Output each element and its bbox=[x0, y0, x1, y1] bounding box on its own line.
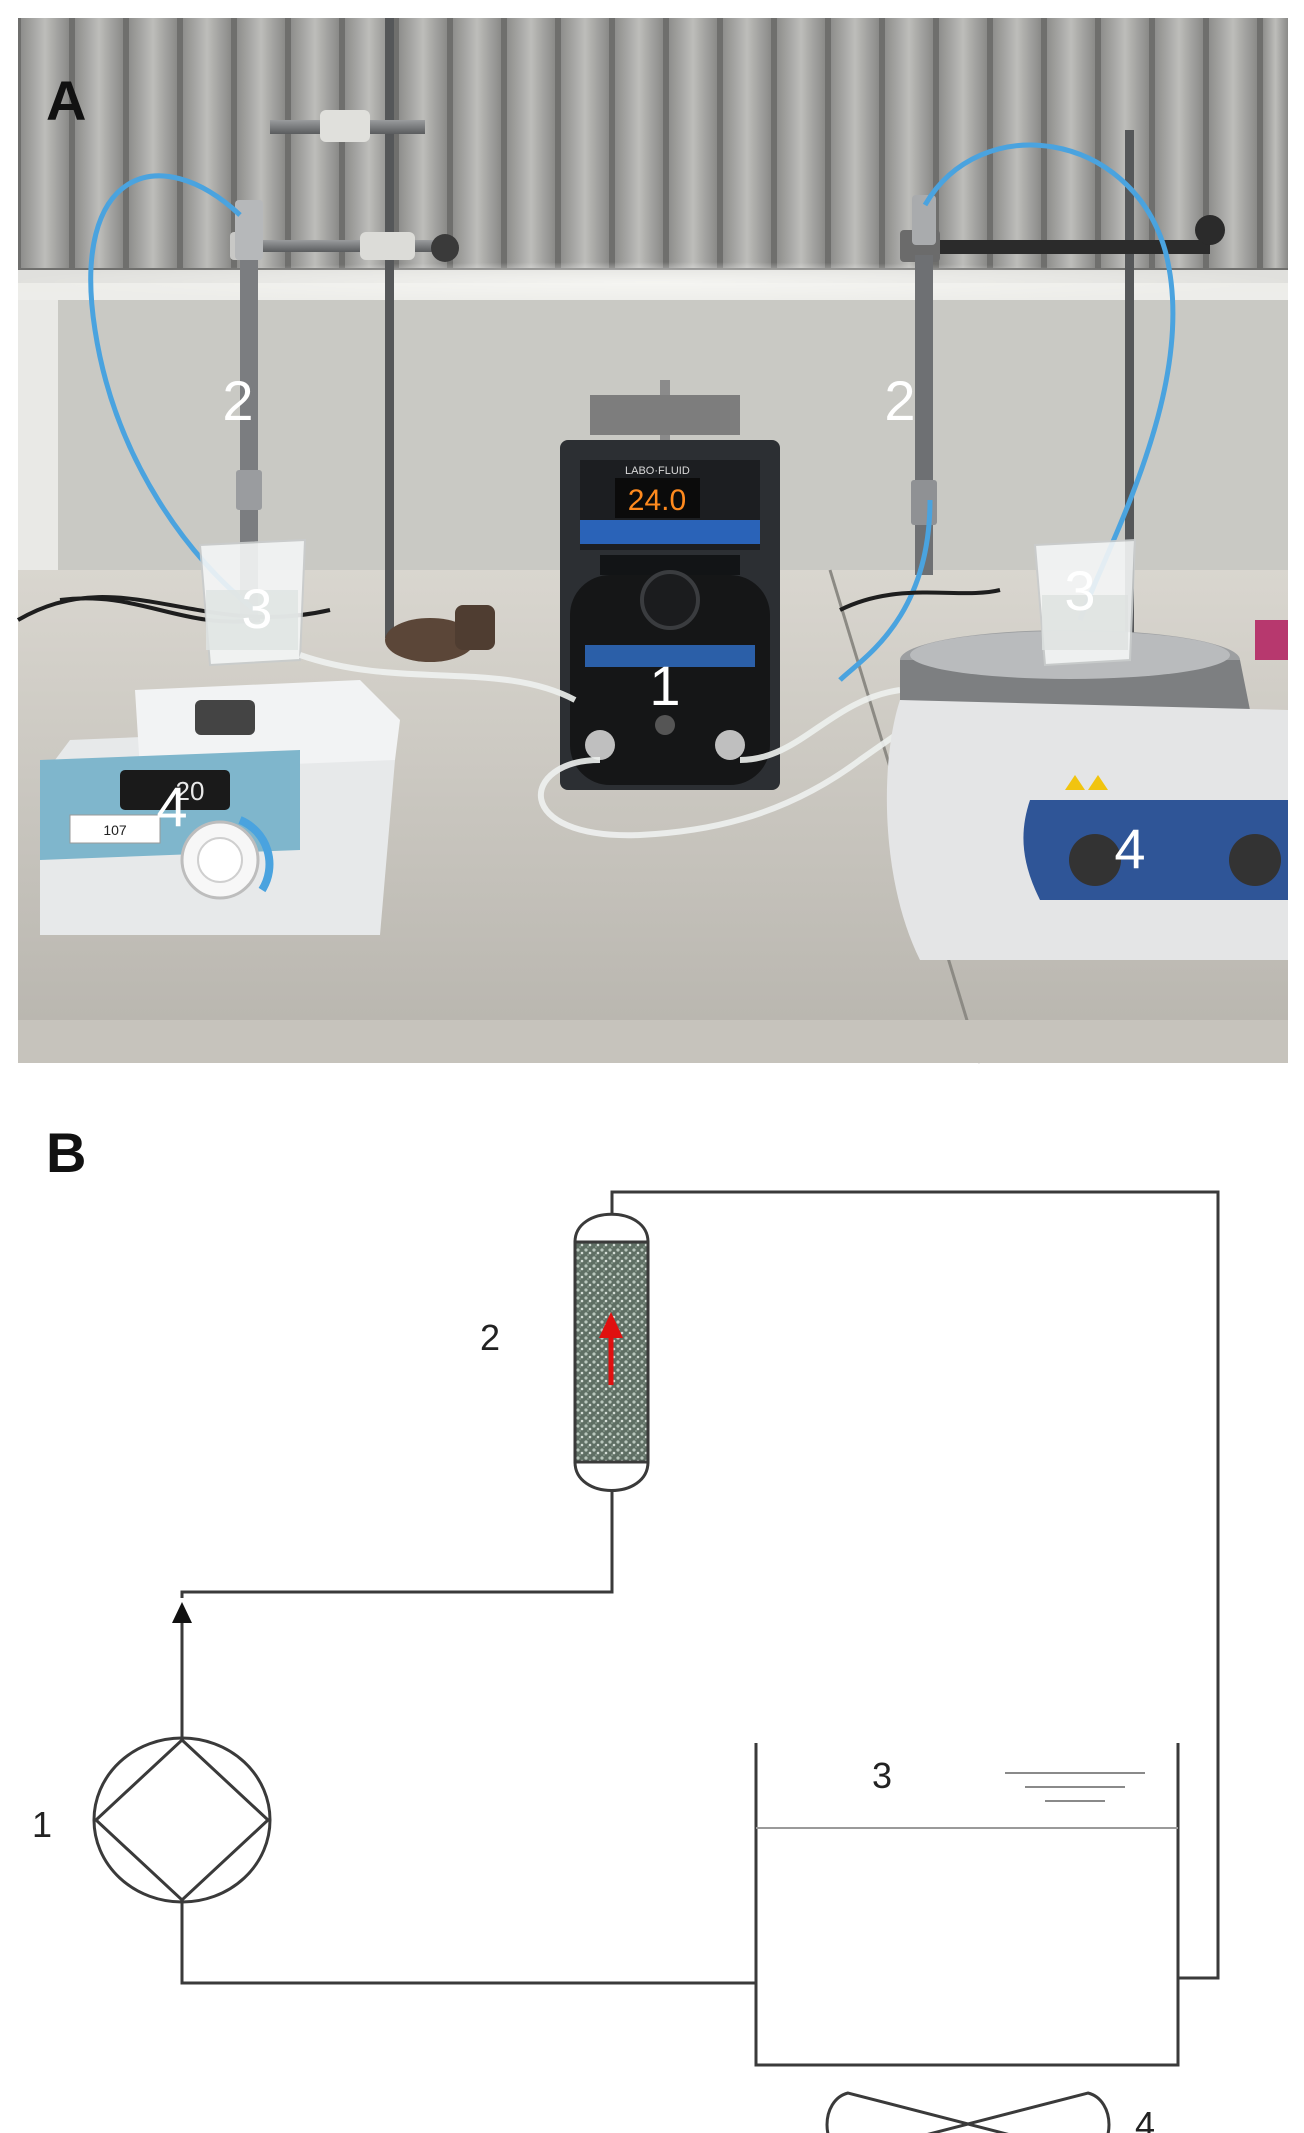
blind-slat bbox=[939, 18, 987, 268]
packed-column-left bbox=[235, 200, 263, 615]
magnetic-stirrer-left: 20 107 bbox=[40, 680, 400, 935]
blind-slat bbox=[183, 18, 231, 268]
blind-slat bbox=[399, 18, 447, 268]
panel-b-letter: B bbox=[46, 1121, 86, 1184]
blind-slat bbox=[1263, 18, 1288, 268]
label-column-left: 2 bbox=[222, 369, 253, 432]
panel-a-letter: A bbox=[46, 69, 86, 132]
label-pump: 1 bbox=[32, 1804, 52, 1845]
label-beaker-left: 3 bbox=[241, 577, 272, 640]
label-beaker-right: 3 bbox=[1064, 559, 1095, 622]
label-stirrer-right: 4 bbox=[1114, 817, 1145, 880]
blind-slat bbox=[669, 18, 717, 268]
blind-slat bbox=[291, 18, 339, 268]
blind-slat bbox=[21, 18, 69, 268]
stirrer-left-display: 20 bbox=[176, 776, 205, 806]
blind-slat bbox=[453, 18, 501, 268]
panel-b-schematic: B 1 2 3 4 bbox=[32, 1121, 1220, 2133]
pump-flow-display: 24.0 bbox=[628, 484, 686, 517]
label-stirrer: 4 bbox=[1135, 2104, 1155, 2133]
blind-slat bbox=[507, 18, 555, 268]
tubing-blue bbox=[88, 142, 1176, 682]
stirrer-left-tag: 107 bbox=[103, 822, 127, 838]
pump-symbol bbox=[92, 1736, 272, 1904]
blind-slat bbox=[1047, 18, 1095, 268]
pink-container bbox=[1255, 620, 1288, 660]
piping bbox=[180, 1190, 1220, 1985]
magnetic-stirrer-right bbox=[886, 630, 1288, 960]
blind-slat bbox=[615, 18, 663, 268]
blind-slat bbox=[723, 18, 771, 268]
label-column: 2 bbox=[480, 1317, 500, 1358]
beaker-right bbox=[1033, 538, 1137, 667]
flow-arrow-icon bbox=[172, 1602, 192, 1623]
panel-a-photo: 20 107 LABO·FLUID 24.0 bbox=[16, 18, 1288, 1064]
blind-slat bbox=[1155, 18, 1203, 268]
label-column-right: 2 bbox=[884, 369, 915, 432]
label-vessel: 3 bbox=[872, 1755, 892, 1796]
blind-slat bbox=[129, 18, 177, 268]
vessel-symbol bbox=[754, 1743, 1180, 2067]
blind-slat bbox=[777, 18, 825, 268]
peristaltic-pump: LABO·FLUID 24.0 bbox=[560, 380, 780, 790]
pump-brand-label: LABO·FLUID bbox=[625, 465, 690, 477]
blind-slat bbox=[831, 18, 879, 268]
beaker-left bbox=[198, 538, 307, 667]
retort-stand-left bbox=[230, 18, 495, 662]
stirrer-symbol bbox=[825, 2091, 1111, 2133]
label-pump: 1 bbox=[649, 654, 680, 717]
blind-slat bbox=[561, 18, 609, 268]
column-flow-arrow-icon bbox=[599, 1312, 623, 1385]
label-stirrer-left: 4 bbox=[156, 775, 187, 838]
